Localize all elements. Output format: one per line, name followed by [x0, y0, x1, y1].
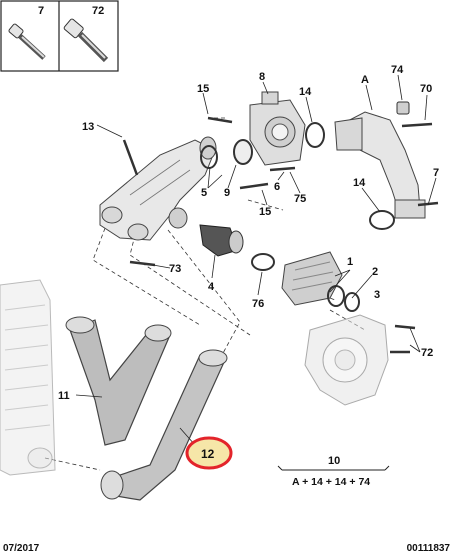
- formula-text: A + 14 + 14 + 74: [292, 476, 370, 488]
- inset-label-7: 7: [38, 5, 44, 17]
- seal-ring-14-upper: [305, 122, 325, 148]
- turbocharger: [304, 314, 389, 406]
- fastener-inset: 7 72: [0, 0, 119, 72]
- callout-76: 76: [252, 298, 264, 310]
- callout-4: 4: [208, 281, 215, 293]
- callout-8: 8: [259, 71, 265, 83]
- clamp-5: [200, 145, 218, 169]
- inset-label-72: 72: [92, 5, 104, 17]
- sleeve-4: [199, 224, 244, 257]
- intake-pipe: [99, 136, 217, 241]
- callout-A: A: [361, 74, 369, 86]
- resonator-1: [281, 251, 360, 312]
- seal-ring-76: [251, 253, 275, 271]
- callout-3: 3: [374, 289, 380, 301]
- highlight-circle: [185, 436, 233, 470]
- footer-date: 07/2017: [3, 543, 40, 554]
- callout-6: 6: [274, 181, 280, 193]
- seal-ring-9: [233, 139, 253, 165]
- callout-14-top: 14: [299, 86, 312, 98]
- callout-7: 7: [433, 167, 439, 179]
- hose-11: [65, 316, 172, 446]
- throttle-body: [249, 91, 306, 166]
- callout-70: 70: [420, 83, 432, 95]
- hose-12: [100, 349, 228, 501]
- fitting-74: [396, 101, 410, 115]
- leader-lines: [75, 74, 437, 446]
- callout-72: 72: [421, 347, 433, 359]
- callout-14-bottom: 14: [353, 177, 366, 189]
- callout-12: 12: [201, 447, 215, 461]
- callout-2: 2: [372, 266, 378, 278]
- bolt-72-icon: [63, 18, 109, 63]
- formula-number: 10: [328, 455, 340, 467]
- callout-1: 1: [347, 256, 353, 268]
- intercooler: [0, 279, 56, 476]
- seal-ring-14-lower: [369, 210, 395, 230]
- callout-75: 75: [294, 193, 306, 205]
- callout-15-bottom: 15: [259, 206, 271, 218]
- callout-11: 11: [58, 390, 70, 402]
- callout-73: 73: [169, 263, 181, 275]
- footer-reference: 00111837: [406, 543, 450, 554]
- bolt-7-icon: [8, 23, 46, 60]
- elbow-pipe-A: [334, 111, 426, 219]
- callout-5: 5: [201, 187, 207, 199]
- callout-13: 13: [82, 121, 94, 133]
- formula-group: 10 A + 14 + 14 + 74: [277, 455, 390, 488]
- callout-74: 74: [391, 64, 404, 76]
- callout-labels: 15 8 A 74 70 13 14 5 9 6 75 7 15 14 73 4…: [58, 64, 439, 461]
- callout-15-top: 15: [197, 83, 209, 95]
- callout-9: 9: [224, 187, 230, 199]
